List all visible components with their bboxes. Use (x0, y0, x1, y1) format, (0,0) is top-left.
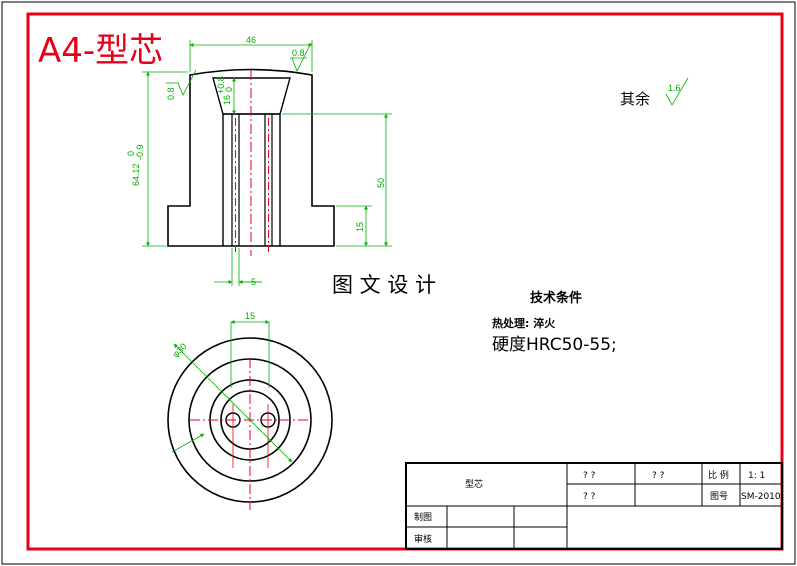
dim-total-tol-upper: 0 (126, 151, 136, 156)
tb-placeholder-2: ? ? (652, 471, 665, 481)
front-dimensions (142, 40, 689, 286)
tech-req-hardness: 硬度HRC50-55; (492, 335, 617, 355)
front-view (167, 68, 335, 256)
sheet-title: A4-型芯 (38, 31, 163, 71)
tb-placeholder-3: ? ? (583, 492, 596, 502)
top-dimensions (171, 320, 293, 463)
tb-drawing-no-value: SM-2010 (741, 492, 781, 502)
dim-flange-height: 15 (355, 222, 365, 232)
dim-outer-diameter: φ30 (170, 341, 188, 359)
tb-scale-value: 1: 1 (748, 471, 765, 481)
tb-drawing-no-label: 图号 (710, 491, 728, 502)
ra-top: 0.8 (292, 48, 305, 58)
ra-other: 1.6 (668, 83, 681, 93)
tb-placeholder-1: ? ? (583, 471, 596, 481)
tb-part-name: 型芯 (465, 478, 483, 490)
dim-taper-height: 16 (222, 95, 232, 105)
dim-taper-tol-upper: +0.8 (216, 76, 226, 94)
dim-taper-tol-lower: 0 (224, 87, 234, 92)
dim-total-height: 64.12 (131, 163, 141, 186)
dim-total-tol-lower: -0.9 (135, 144, 145, 160)
other-surfaces-label: 其余 (620, 90, 650, 108)
tb-scale-label: 比 例 (708, 469, 729, 481)
core-outline (167, 68, 335, 247)
tb-row-label-1: 制图 (414, 511, 432, 523)
dim-top-width: 46 (246, 35, 256, 45)
top-view (167, 337, 333, 510)
tech-req-title: 技术条件 (530, 290, 582, 306)
dim-hole-height: 50 (376, 178, 386, 188)
tb-row-label-2: 审核 (414, 533, 432, 545)
ra-left: 0.8 (166, 87, 176, 100)
title-block (405, 462, 783, 550)
tech-req-heat-treatment: 热处理: 淬火 (492, 316, 556, 330)
dim-bore-width: 15 (245, 311, 255, 321)
watermark: 图 文 设 计 (332, 273, 436, 297)
dim-hole-spacing: 5 (251, 277, 256, 287)
